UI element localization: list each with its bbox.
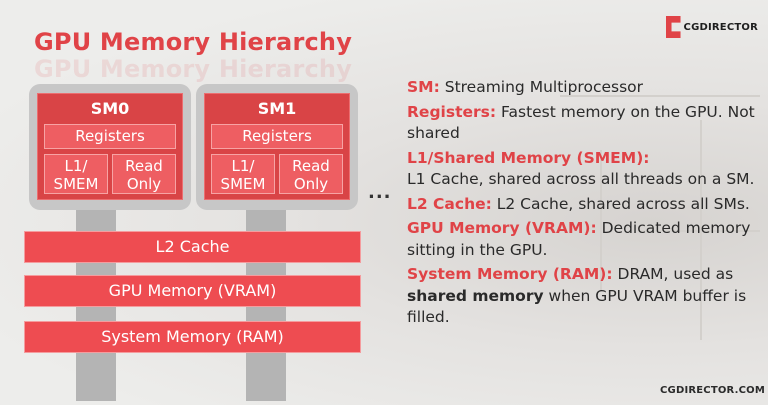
legend-desc: Dedicated memory sitting in the GPU. [407, 219, 751, 259]
legend-item-sm: SM: Streaming Multiprocessor [407, 77, 757, 99]
legend-term: SM: [407, 78, 440, 96]
sm0-l1-smem: L1/ SMEM [44, 154, 108, 194]
cgdirector-logo[interactable]: CGDIRECTOR [666, 15, 758, 39]
sm1-l1-smem: L1/ SMEM [211, 154, 275, 194]
legend-item-ram: System Memory (RAM): DRAM, used as share… [407, 264, 757, 329]
legend-desc: L2 Cache, shared across all SMs. [491, 194, 750, 213]
sm1-registers: Registers [211, 124, 343, 149]
sm1-block: SM1 Registers L1/ SMEM Read Only [196, 84, 358, 210]
sm1-read-only: Read Only [279, 154, 343, 194]
legend-emphasis: shared memory [407, 286, 544, 305]
legend-desc-after: when GPU VRAM buffer is filled. [407, 286, 747, 327]
legend-item-vram: GPU Memory (VRAM): Dedicated memory sitt… [407, 218, 757, 261]
circuit-trace [600, 150, 602, 290]
sm0-read-only: Read Only [112, 154, 176, 194]
legend-term: L2 Cache: [407, 194, 492, 213]
legend-desc: DRAM, used as [612, 265, 734, 283]
title-reflection: GPU Memory Hierarchy [34, 55, 353, 83]
legend-item-registers: Registers: Fastest memory on the GPU. No… [407, 102, 757, 145]
more-sms-ellipsis: ... [368, 182, 392, 203]
circuit-trace [560, 95, 760, 97]
legend-term: L1/Shared Memory (SMEM): [407, 148, 650, 167]
circuit-trace [700, 120, 702, 340]
legend: SM: Streaming Multiprocessor Registers: … [407, 77, 757, 332]
legend-term: System Memory (RAM): [407, 265, 613, 283]
cg-logo-icon [666, 16, 681, 38]
legend-desc: L1 Cache, shared across all threads on a… [407, 170, 755, 188]
l2-cache-bar: L2 Cache [24, 231, 361, 263]
website-url[interactable]: CGDIRECTOR.COM [660, 385, 766, 396]
gpu-memory-bar: GPU Memory (VRAM) [24, 275, 361, 307]
legend-term: GPU Memory (VRAM): [407, 219, 597, 237]
diagram-title: GPU Memory Hierarchy [34, 28, 353, 56]
legend-item-l2-cache: L2 Cache: L2 Cache, shared across all SM… [407, 194, 757, 216]
sm1-label: SM1 [257, 99, 297, 118]
sm0-label: SM0 [90, 99, 130, 118]
sm0-registers: Registers [44, 124, 176, 149]
legend-desc: Fastest memory on the GPU. Not shared [407, 102, 755, 143]
logo-text: CGDIRECTOR [683, 21, 758, 33]
legend-desc: Streaming Multiprocessor [439, 78, 644, 96]
sm0-core: SM0 Registers L1/ SMEM Read Only [37, 93, 183, 200]
sm1-core: SM1 Registers L1/ SMEM Read Only [204, 93, 350, 200]
legend-term: Registers: [407, 102, 497, 121]
sm0-block: SM0 Registers L1/ SMEM Read Only [29, 84, 191, 210]
system-memory-bar: System Memory (RAM) [24, 321, 361, 353]
legend-item-l1-smem: L1/Shared Memory (SMEM): L1 Cache, share… [407, 148, 757, 191]
